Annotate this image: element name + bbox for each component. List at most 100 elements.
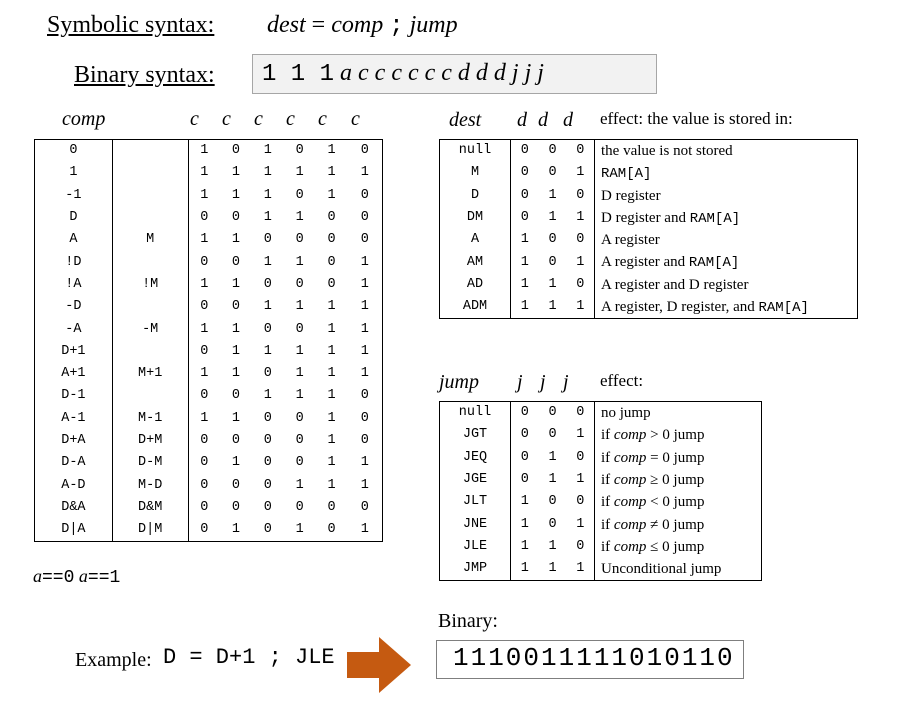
c-bit: 1 [187,362,220,386]
comp-header: comp [62,108,106,130]
dest-bit: 0 [576,143,585,159]
jump-name: JLE [462,538,488,554]
dest-bit: 0 [548,165,557,181]
c-bit: 1 [327,299,336,315]
c-bit-header: c [286,108,295,130]
comp-a1 [111,206,189,230]
jump-bit: 0 [510,401,539,425]
c-bit: 1 [263,254,272,270]
c-bit: 0 [263,477,272,493]
c-bit: 1 [187,407,220,430]
comp-a0: A-1 [34,407,113,430]
comp-a1 [111,385,189,408]
dest-effect: A register and D register [594,273,858,297]
comp-a1: M-D [111,474,189,497]
dest-bit-header: d [517,109,527,131]
c-bit-header: c [254,108,263,130]
comp-a1: D&M [111,496,189,520]
c-bit: 1 [360,321,369,337]
jump-effect-text: if [601,538,614,555]
comp-a1 [111,139,189,163]
c-bit: 0 [263,410,272,426]
dest-name: D [470,187,480,203]
jump-bit: 0 [576,405,585,421]
dest-effect: RAM[A] [594,162,858,185]
symbolic-syntax: dest = comp ; jump [267,12,458,40]
jump-bit-header: j [517,371,523,393]
c-bit: 0 [327,499,336,515]
dest-bit: 0 [510,184,539,207]
c-bit: 0 [263,366,272,382]
c-bit: 0 [295,187,304,203]
comp-a0: A [34,229,113,252]
dest-bit: 1 [510,229,539,252]
dest-bit: 1 [548,276,557,292]
c-bit: 1 [263,210,272,226]
dest-effect-text: D register [601,187,661,204]
c-bit: 0 [295,455,304,471]
jump-bit: 1 [548,449,557,465]
c-bit: 0 [360,410,369,426]
comp-a0: D+1 [34,340,113,363]
c-bit: 0 [187,452,220,475]
dest-effect-text: RAM[A] [601,165,652,182]
sym-comp: comp [331,12,384,38]
binary-syntax-label: Binary syntax: [74,62,215,88]
binary-example-label: Binary: [438,610,498,632]
dest-effect-text: RAM[A] [689,210,741,227]
jump-bit: 0 [510,424,539,447]
c-bit: 0 [295,433,304,448]
c-bit: 1 [231,321,240,337]
dest-name: M [470,165,480,181]
dest-effect-text: A register [601,232,660,249]
dest-name: ADM [462,299,488,315]
jump-bit: 0 [510,446,539,469]
jump-name: JLT [462,494,488,510]
c-bit: 1 [263,187,272,203]
c-bit: 0 [295,410,304,426]
c-bit: 0 [187,385,220,408]
c-bit: 0 [231,143,240,159]
c-bit: 0 [187,429,220,453]
c-bit: 1 [327,455,336,471]
jump-name: JEQ [462,449,488,465]
jump-name: null [458,405,492,421]
jump-name: JNE [462,516,488,532]
jump-bit: 1 [510,491,539,514]
c-bit: 0 [327,210,336,226]
dest-bit: 0 [510,139,539,163]
c-bit: 0 [327,276,336,292]
comp-a1 [111,251,189,274]
c-bit: 0 [327,522,336,538]
c-bit: 1 [263,165,272,181]
c-bit: 1 [263,299,272,315]
c-bit: 1 [295,343,304,359]
c-bit: 0 [295,143,304,159]
comp-a0: 0 [34,139,113,163]
c-bit: 0 [295,276,304,292]
c-bit: 1 [327,477,336,493]
dest-name: AD [466,276,484,292]
jump-bit: 0 [548,516,557,532]
dest-bit: 1 [576,299,585,315]
dest-bit: 1 [548,187,557,203]
jump-effect-text: < 0 jump [646,494,705,511]
dest-effect: D register and RAM[A] [594,206,858,230]
c-bit: 1 [295,366,304,382]
comp-a0: D [34,206,113,230]
comp-a1 [111,296,189,319]
c-bit: 1 [263,143,272,159]
jump-effect: if comp ≠ 0 jump [594,513,762,536]
c-bit: 1 [327,410,336,426]
